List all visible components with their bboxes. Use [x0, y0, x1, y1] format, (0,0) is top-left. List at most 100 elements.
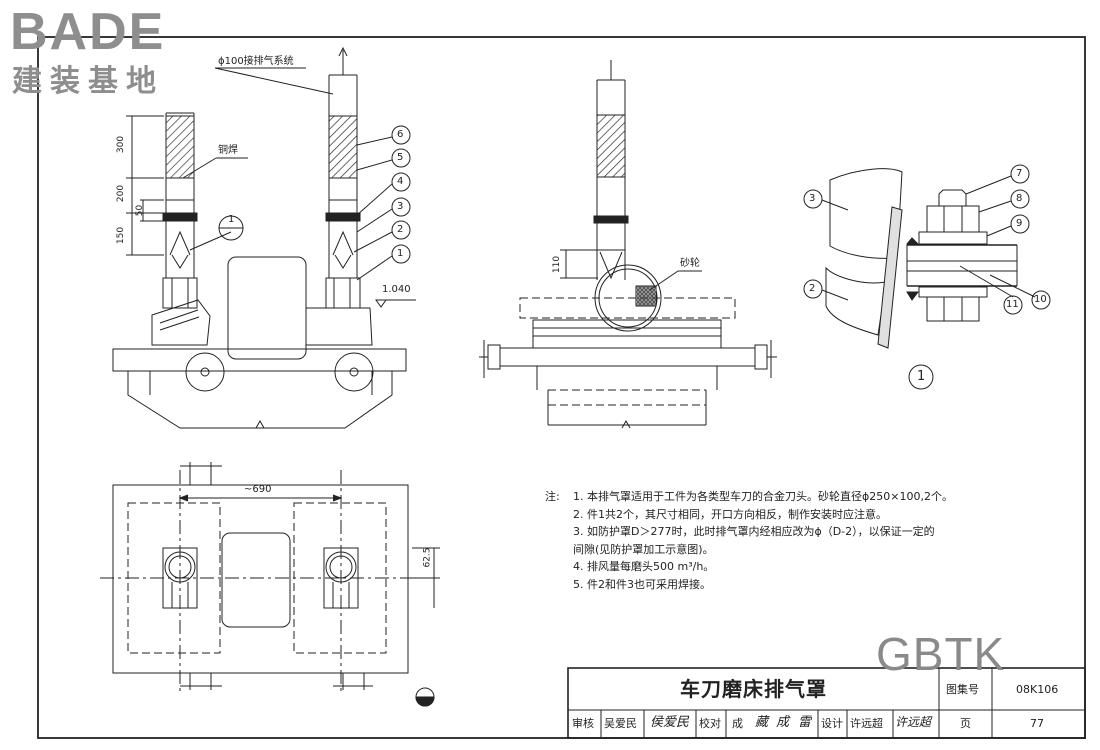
callout-5 [391, 148, 411, 168]
detail-part-2 [825, 266, 887, 336]
note-item: 2. 件1共2个，其尺寸相同，开口方向相反，制作安装时应注意。 [573, 507, 887, 521]
detail-nut [926, 205, 980, 233]
front-motor-housing [227, 256, 307, 360]
dim-300-label: 300 [116, 135, 127, 154]
front-wheel-guard-right [306, 307, 373, 346]
brand-logo: BADE 建装基地 [6, 4, 221, 104]
side-table-top [519, 297, 736, 319]
callout-3b [803, 189, 823, 209]
front-wheel-guard-left [151, 299, 211, 346]
detail-callouts [803, 164, 1051, 390]
callout-2 [391, 220, 411, 240]
front-pulley-right [334, 352, 374, 392]
callout-4 [391, 172, 411, 192]
front-callouts [391, 125, 411, 264]
check-label: 校对 [699, 717, 721, 730]
callout-8-text: 8 [1016, 193, 1023, 204]
callout-5-text: 5 [397, 152, 404, 163]
note-item: 1. 本排气罩适用于工件为各类型车刀的合金刀头。砂轮直径ϕ250×100,2个。 [573, 490, 953, 503]
callout-2-text: 2 [397, 224, 404, 235]
side-hatched-pipe [596, 114, 626, 178]
callout-11-text: 11 [1006, 299, 1019, 310]
callout-2b-text: 2 [809, 283, 816, 294]
plan-view [100, 462, 440, 707]
callout-11 [1003, 295, 1023, 315]
hood-left [162, 112, 198, 309]
title-block [567, 667, 1086, 739]
elevation-mark [375, 299, 387, 308]
grinding-wheel-label: 砂轮 [680, 258, 700, 269]
callout-1 [391, 244, 411, 264]
checker-signature: 藏 [755, 715, 769, 730]
review-label: 审核 [572, 717, 594, 730]
plan-base [112, 484, 409, 674]
note-item: 4. 排风量每磨头500 m³/h。 [573, 560, 715, 573]
front-bed-top [112, 348, 407, 372]
callout-3b-text: 3 [809, 193, 816, 204]
exhaust-leader [214, 67, 334, 95]
callout-10 [1031, 290, 1051, 310]
design-label: 设计 [821, 717, 843, 730]
detail-washer [918, 231, 988, 245]
note-item: 5. 件2和件3也可采用焊接。 [573, 577, 711, 591]
front-bed-base [127, 371, 393, 429]
hood-left-hatched-pipe [165, 115, 195, 179]
reviewer-name: 吴爱民 [604, 717, 637, 730]
checker-name: 成 [732, 717, 743, 730]
callout-7 [1010, 164, 1030, 184]
drawing-frame [37, 36, 1086, 739]
dim-62-5-label: 62.5 [422, 547, 433, 568]
callout-9-text: 9 [1016, 218, 1023, 229]
atlas-label: 图集号 [946, 683, 979, 696]
detail-title-circle [908, 364, 934, 390]
brazing-label: 铜焊 [218, 145, 238, 156]
callout-10-text: 10 [1034, 294, 1047, 305]
side-view [479, 60, 777, 429]
hood-right [325, 46, 361, 309]
designer-mark: 雷 [798, 715, 812, 730]
dim-110-label: 110 [552, 255, 563, 274]
brand-logo-subtitle: 建装基地 [12, 64, 164, 99]
brazing-leader [182, 157, 217, 179]
dim-200-label: 200 [116, 184, 127, 203]
notes-heading: 注: [545, 490, 560, 503]
front-pulley-left [185, 352, 225, 392]
dim-690-label: ~690 [244, 484, 272, 495]
side-crossbar [499, 347, 756, 367]
callout-3-text: 3 [397, 201, 404, 212]
watermark: GBTK [876, 628, 1006, 680]
callout-6-text: 6 [397, 129, 404, 140]
detail-title-label: 1 [917, 369, 926, 384]
dim-150-label: 150 [116, 226, 127, 245]
designer-prefix: 成 [776, 715, 790, 730]
exhaust-system-label: ϕ100接排气系统 [218, 56, 294, 67]
designer-signature: 许远超 [895, 715, 932, 729]
front-view [112, 46, 416, 429]
page-label: 页 [960, 717, 971, 730]
reviewer-signature: 侯爱民 [650, 715, 690, 730]
plan-motor [221, 532, 291, 628]
notes-list: 1. 本排气罩适用于工件为各类型车刀的合金刀头。砂轮直径ϕ250×100,2个。… [573, 488, 1053, 593]
page-number: 77 [1030, 717, 1044, 730]
detail-ref-label: 1 [228, 214, 235, 225]
dim-50-label: 50 [135, 204, 146, 217]
callout-3 [391, 197, 411, 217]
brand-logo-text: BADE [10, 3, 166, 61]
callout-7-text: 7 [1016, 168, 1023, 179]
detail-plate [877, 206, 903, 349]
callout-6 [391, 125, 411, 145]
callout-8 [1010, 189, 1030, 209]
note-item: 3. 如防护罩D＞277时，此时排气罩内经相应改为ϕ（D-2），以保证一定的 [573, 525, 935, 538]
designer-name: 许远超 [850, 717, 883, 730]
callout-9 [1010, 214, 1030, 234]
detail-view [821, 168, 1036, 349]
atlas-number: 08K106 [1016, 683, 1059, 696]
elevation-label: 1.040 [382, 284, 411, 295]
callout-1-text: 1 [397, 248, 404, 259]
callout-2b [803, 279, 823, 299]
note-item: 间隙(见防护罩加工示意图)。 [573, 542, 714, 556]
drawing-title: 车刀磨床排气罩 [680, 677, 827, 701]
hood-right-hatched-pipe [328, 115, 358, 179]
callout-4-text: 4 [397, 176, 404, 187]
